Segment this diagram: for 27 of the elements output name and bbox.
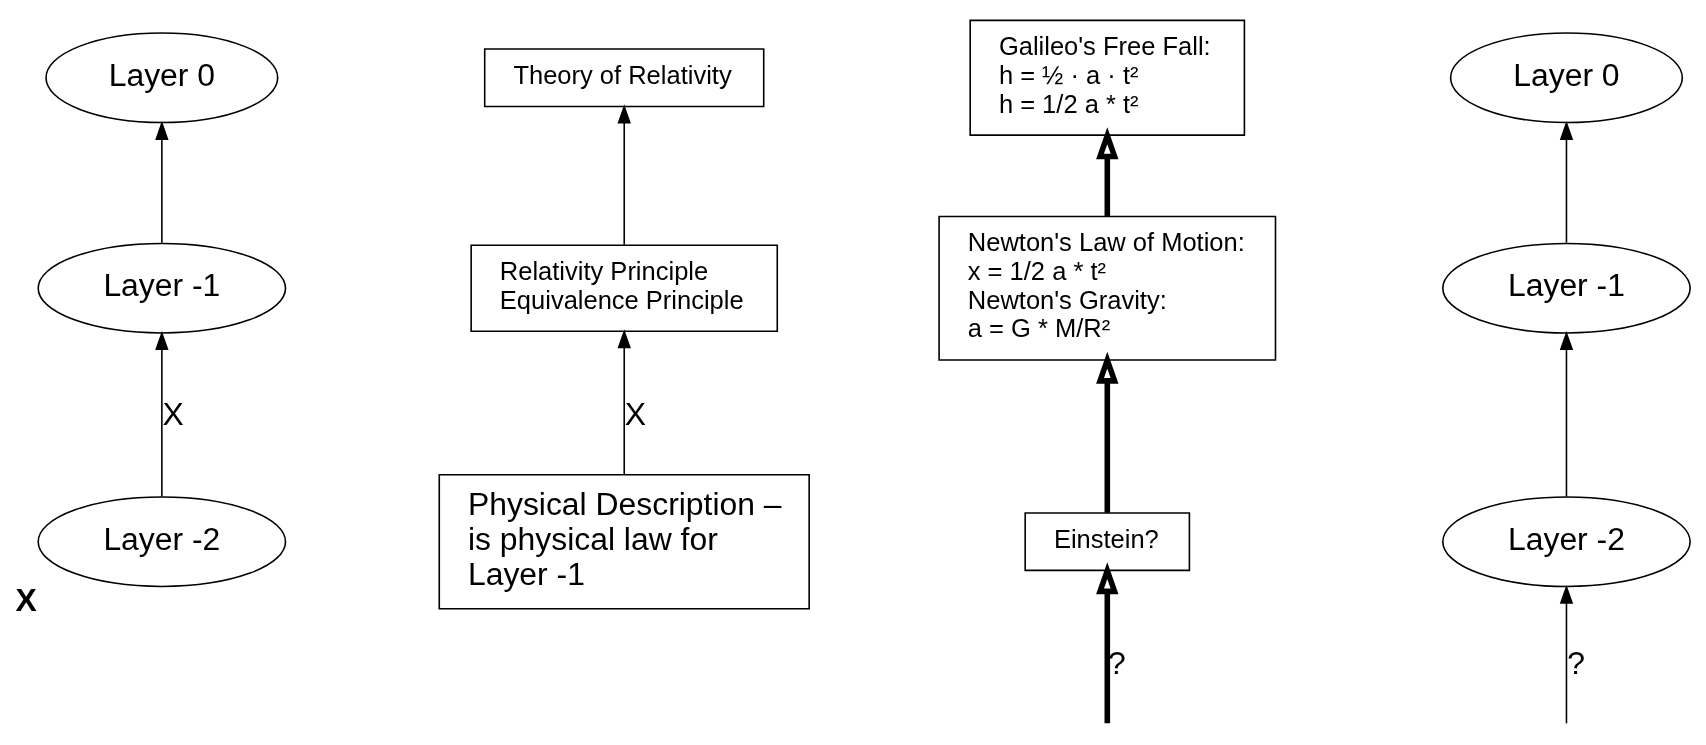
arrow: [1096, 127, 1119, 217]
node-box: Newton's Law of Motion: x = 1/2 a * t² Newton's Gravity: a = G * M/R²: [938, 215, 1277, 361]
node-ellipse: Layer 0: [45, 32, 279, 124]
arrow: [1559, 120, 1574, 244]
arrow: [1559, 330, 1574, 498]
arrow: [1559, 584, 1574, 725]
arrow: [617, 104, 631, 246]
node-ellipse: Layer -1: [1442, 242, 1691, 334]
node-box: Galileo's Free Fall: h = ½ · a · t² h = 1/2 a * t²: [969, 19, 1246, 136]
arrow: [1096, 562, 1119, 724]
arrow: [617, 329, 631, 476]
arrow: [1096, 351, 1119, 513]
node-ellipse: Layer -2: [1442, 496, 1691, 588]
edge-label: ?: [1107, 645, 1126, 682]
arrow: [155, 120, 169, 244]
node-box: Relativity Principle Equivalence Principle: [470, 244, 779, 333]
edge-label: ?: [1567, 645, 1585, 682]
node-box: Physical Description – is physical law for Layer -1: [438, 473, 810, 610]
edge-label: X: [624, 396, 647, 433]
node-ellipse: Layer -2: [37, 496, 287, 588]
node-box: Einstein?: [1024, 512, 1191, 572]
node-ellipse: Layer 0: [1449, 32, 1684, 124]
node-ellipse: Layer -1: [37, 242, 287, 334]
edge-label: X: [162, 396, 184, 433]
arrow: [155, 330, 169, 498]
node-box: Theory of Relativity: [483, 48, 765, 108]
node-label: X: [15, 581, 37, 618]
